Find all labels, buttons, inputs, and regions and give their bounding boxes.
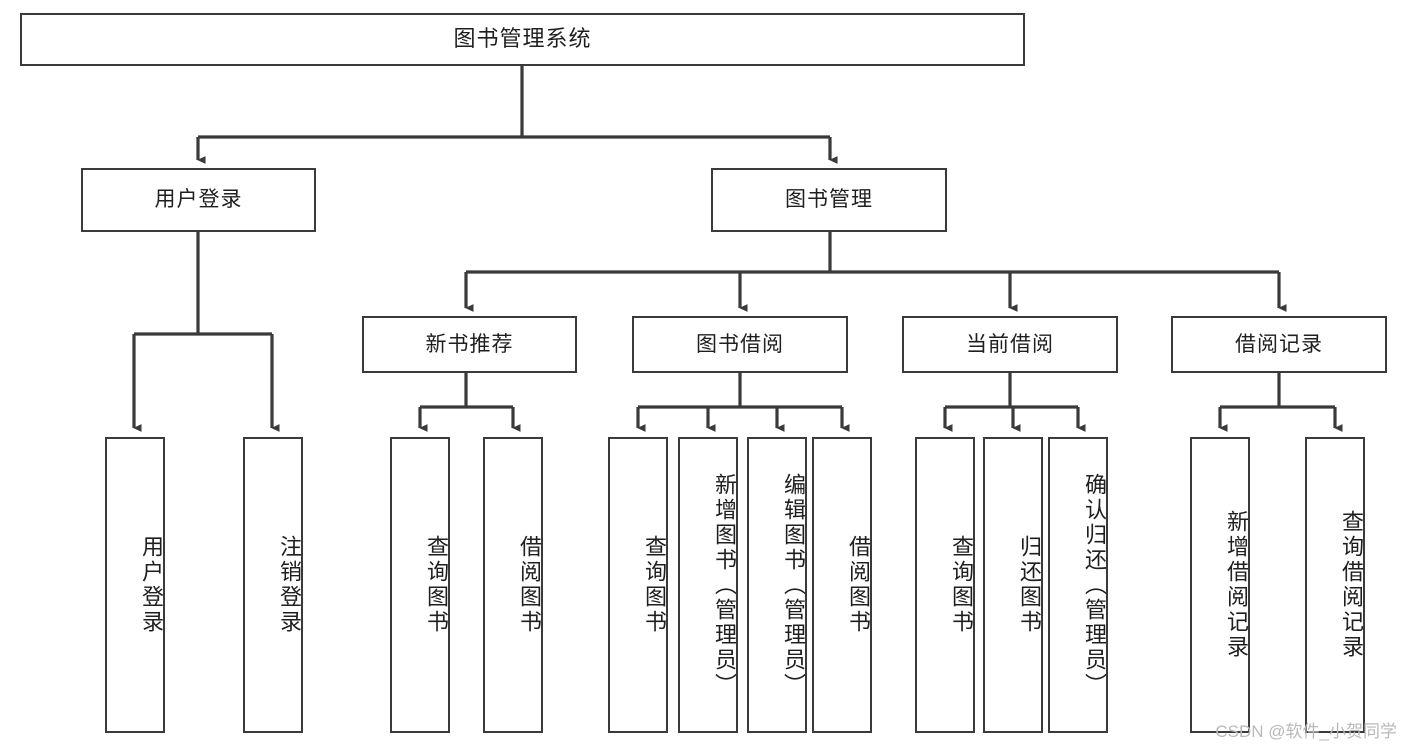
leaf-label: 借阅图书 bbox=[517, 535, 542, 635]
leaf-label: 借阅图书 bbox=[846, 535, 871, 635]
node-current-borrow[interactable]: 当前借阅 bbox=[902, 316, 1118, 373]
leaf-label: 查询图书 bbox=[424, 535, 449, 635]
node-new-book-recommend[interactable]: 新书推荐 bbox=[362, 316, 577, 373]
leaf-confirm-return-admin[interactable]: 确认归还（管理员） bbox=[1048, 437, 1108, 733]
leaf-query-book-current[interactable]: 查询图书 bbox=[915, 437, 975, 733]
leaf-return-book[interactable]: 归还图书 bbox=[983, 437, 1043, 733]
leaf-query-borrow-record[interactable]: 查询借阅记录 bbox=[1305, 437, 1365, 733]
leaf-query-book-borrow[interactable]: 查询图书 bbox=[608, 437, 668, 733]
leaf-label: 新增图书（管理员） bbox=[712, 472, 737, 698]
leaf-add-borrow-record[interactable]: 新增借阅记录 bbox=[1190, 437, 1250, 733]
node-user-login[interactable]: 用户登录 bbox=[81, 168, 316, 232]
leaf-edit-book-admin[interactable]: 编辑图书（管理员） bbox=[747, 437, 807, 733]
leaf-borrow-book[interactable]: 借阅图书 bbox=[812, 437, 872, 733]
leaf-label: 确认归还（管理员） bbox=[1082, 472, 1107, 698]
node-root-book-management-system[interactable]: 图书管理系统 bbox=[20, 13, 1025, 66]
leaf-label: 查询借阅记录 bbox=[1339, 510, 1364, 660]
leaf-query-book-recommend[interactable]: 查询图书 bbox=[390, 437, 450, 733]
leaf-label: 归还图书 bbox=[1017, 535, 1042, 635]
leaf-label: 用户登录 bbox=[139, 535, 164, 635]
node-book-borrow[interactable]: 图书借阅 bbox=[632, 316, 848, 373]
leaf-add-book-admin[interactable]: 新增图书（管理员） bbox=[678, 437, 738, 733]
leaf-label: 查询图书 bbox=[642, 535, 667, 635]
leaf-label: 编辑图书（管理员） bbox=[781, 472, 806, 698]
leaf-user-logout[interactable]: 注销登录 bbox=[243, 437, 303, 733]
leaf-label: 查询图书 bbox=[949, 535, 974, 635]
leaf-borrow-book-recommend[interactable]: 借阅图书 bbox=[483, 437, 543, 733]
node-borrow-record[interactable]: 借阅记录 bbox=[1171, 316, 1387, 373]
leaf-label: 注销登录 bbox=[277, 535, 302, 635]
leaf-user-login[interactable]: 用户登录 bbox=[105, 437, 165, 733]
csdn-watermark: CSDN @软件_小贺同学 bbox=[1215, 722, 1397, 741]
leaf-label: 新增借阅记录 bbox=[1224, 510, 1249, 660]
node-book-management[interactable]: 图书管理 bbox=[711, 168, 947, 232]
